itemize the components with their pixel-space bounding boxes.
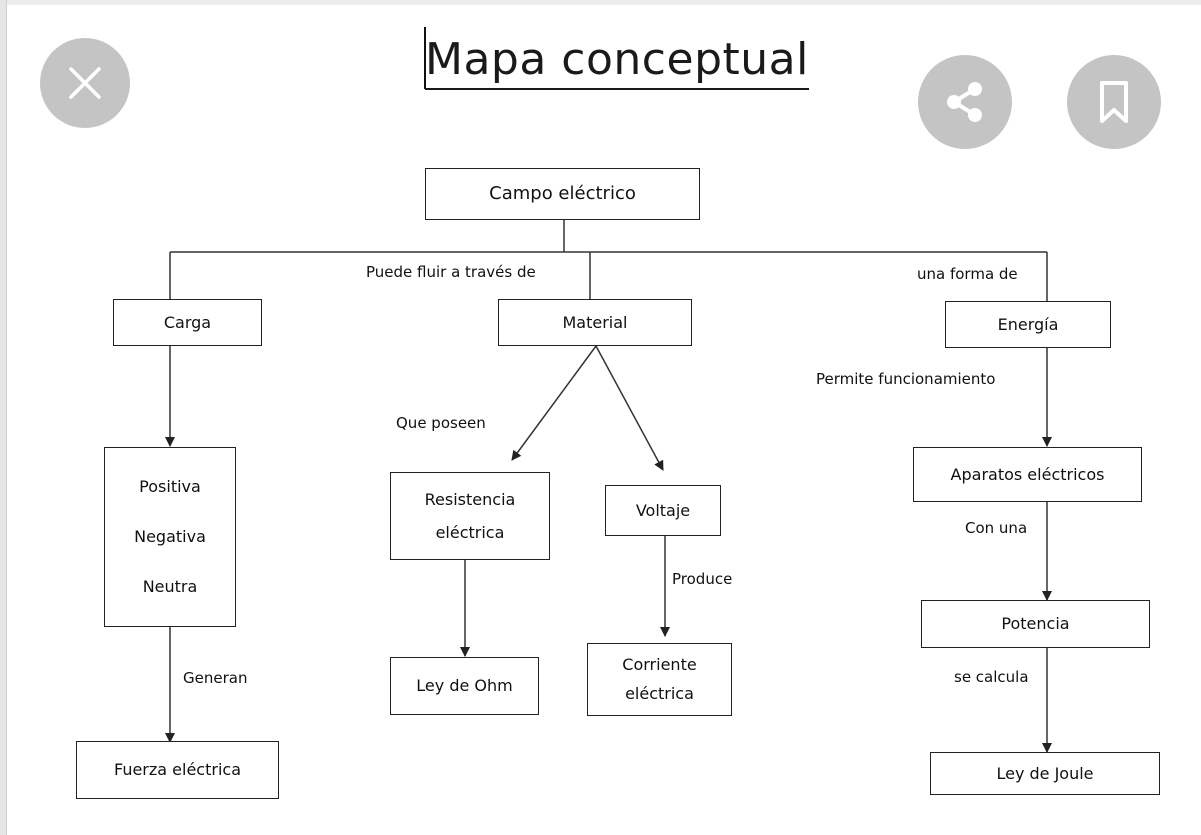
node-ley-de-ohm: Ley de Ohm xyxy=(390,657,539,715)
edge-label-con-una: Con una xyxy=(965,519,1028,537)
node-label: Material xyxy=(562,312,628,332)
node-label-line-1: Resistencia xyxy=(424,489,516,509)
node-aparatos-electricos: Aparatos eléctricos xyxy=(913,447,1142,502)
node-label-line-2: eléctrica xyxy=(435,522,505,542)
node-resistencia-electrica: Resistencia eléctrica xyxy=(390,472,550,560)
edge-label-permite-funcionamiento: Permite funcionamiento xyxy=(816,370,996,388)
node-label: Ley de Joule xyxy=(996,763,1094,783)
node-label-negativa: Negativa xyxy=(134,527,206,547)
node-label: Potencia xyxy=(1001,614,1070,634)
node-label-positiva: Positiva xyxy=(139,477,201,497)
node-tipos-carga: Positiva Negativa Neutra xyxy=(104,447,236,627)
node-label: Voltaje xyxy=(635,500,691,520)
share-button[interactable] xyxy=(918,55,1012,149)
viewer-top-edge xyxy=(0,0,1201,5)
node-label: Energía xyxy=(997,314,1059,334)
node-label-line-2: eléctrica xyxy=(625,684,694,704)
diagram-title: Mapa conceptual xyxy=(425,34,809,90)
node-label: Aparatos eléctricos xyxy=(950,464,1105,484)
node-label-line-1: Corriente xyxy=(622,654,697,674)
edge-label-produce: Produce xyxy=(672,570,733,588)
node-fuerza-electrica: Fuerza eléctrica xyxy=(76,741,279,799)
text-cursor xyxy=(424,27,426,89)
edge-label-una-forma-de: una forma de xyxy=(917,265,1018,283)
share-icon xyxy=(947,82,982,122)
node-label: Ley de Ohm xyxy=(416,676,513,696)
close-button[interactable] xyxy=(40,38,130,128)
edge-label-se-calcula: se calcula xyxy=(954,668,1029,686)
bookmark-icon xyxy=(1100,81,1128,123)
node-label: Fuerza eléctrica xyxy=(113,760,241,780)
node-material: Material xyxy=(498,299,692,346)
node-label: Campo eléctrico xyxy=(489,182,636,204)
node-label-neutra: Neutra xyxy=(142,577,198,597)
node-voltaje: Voltaje xyxy=(605,485,721,536)
node-label: Carga xyxy=(163,312,212,332)
viewer-left-edge xyxy=(0,0,7,835)
node-carga: Carga xyxy=(113,299,262,346)
close-icon xyxy=(69,67,101,99)
edge-label-generan: Generan xyxy=(183,669,248,687)
edge-label-puede-fluir: Puede fluir a través de xyxy=(366,263,536,281)
edge-label-que-poseen: Que poseen xyxy=(396,414,486,432)
node-ley-de-joule: Ley de Joule xyxy=(930,752,1160,795)
node-potencia: Potencia xyxy=(921,600,1150,648)
node-corriente-electrica: Corriente eléctrica xyxy=(587,643,732,716)
bookmark-button[interactable] xyxy=(1067,55,1161,149)
node-campo-electrico: Campo eléctrico xyxy=(425,168,700,220)
node-energia: Energía xyxy=(945,301,1111,348)
